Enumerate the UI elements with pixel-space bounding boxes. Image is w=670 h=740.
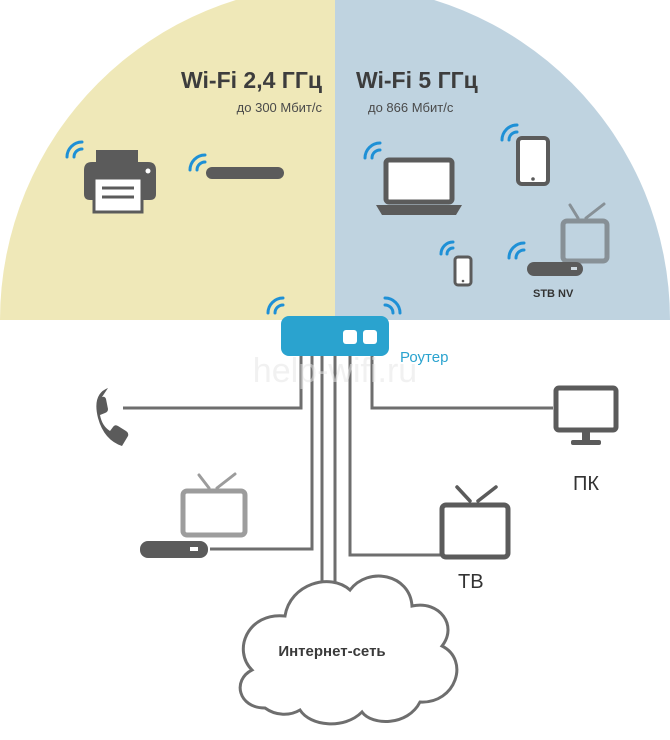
band-2-4ghz-title: Wi-Fi 2,4 ГГц (181, 67, 322, 93)
smartphone-icon (453, 255, 473, 287)
set-top-box-icon (527, 262, 583, 276)
band-5ghz-speed: до 866 Мбит/с (368, 100, 454, 115)
watermark: help-wifi.ru (253, 352, 417, 390)
tv-label: ТВ (458, 571, 484, 593)
router-label: Роутер (400, 349, 448, 366)
band-2-4ghz-speed: до 300 Мбит/с (237, 100, 323, 115)
tablet-icon (516, 136, 550, 186)
band-2-4ghz-area (0, 0, 335, 320)
cloud-icon (238, 574, 459, 726)
monitor-icon (553, 385, 619, 445)
media-box-icon (206, 167, 284, 179)
tv-icon (180, 472, 248, 538)
tv-icon (439, 485, 511, 560)
router-icon (281, 316, 389, 356)
internet-label: Интернет-сеть (278, 643, 385, 660)
cables (123, 355, 553, 592)
stb-label: STB NV (533, 288, 574, 300)
tv-icon (560, 202, 610, 264)
band-5ghz-area (335, 0, 670, 320)
pc-label: ПК (573, 473, 599, 495)
set-top-box-icon (140, 541, 208, 558)
phone-icon (96, 388, 129, 446)
wifi-signal-icon (65, 123, 526, 315)
band-5ghz-title: Wi-Fi 5 ГГц (356, 67, 478, 93)
laptop-icon (376, 157, 462, 215)
printer-icon (84, 150, 156, 214)
